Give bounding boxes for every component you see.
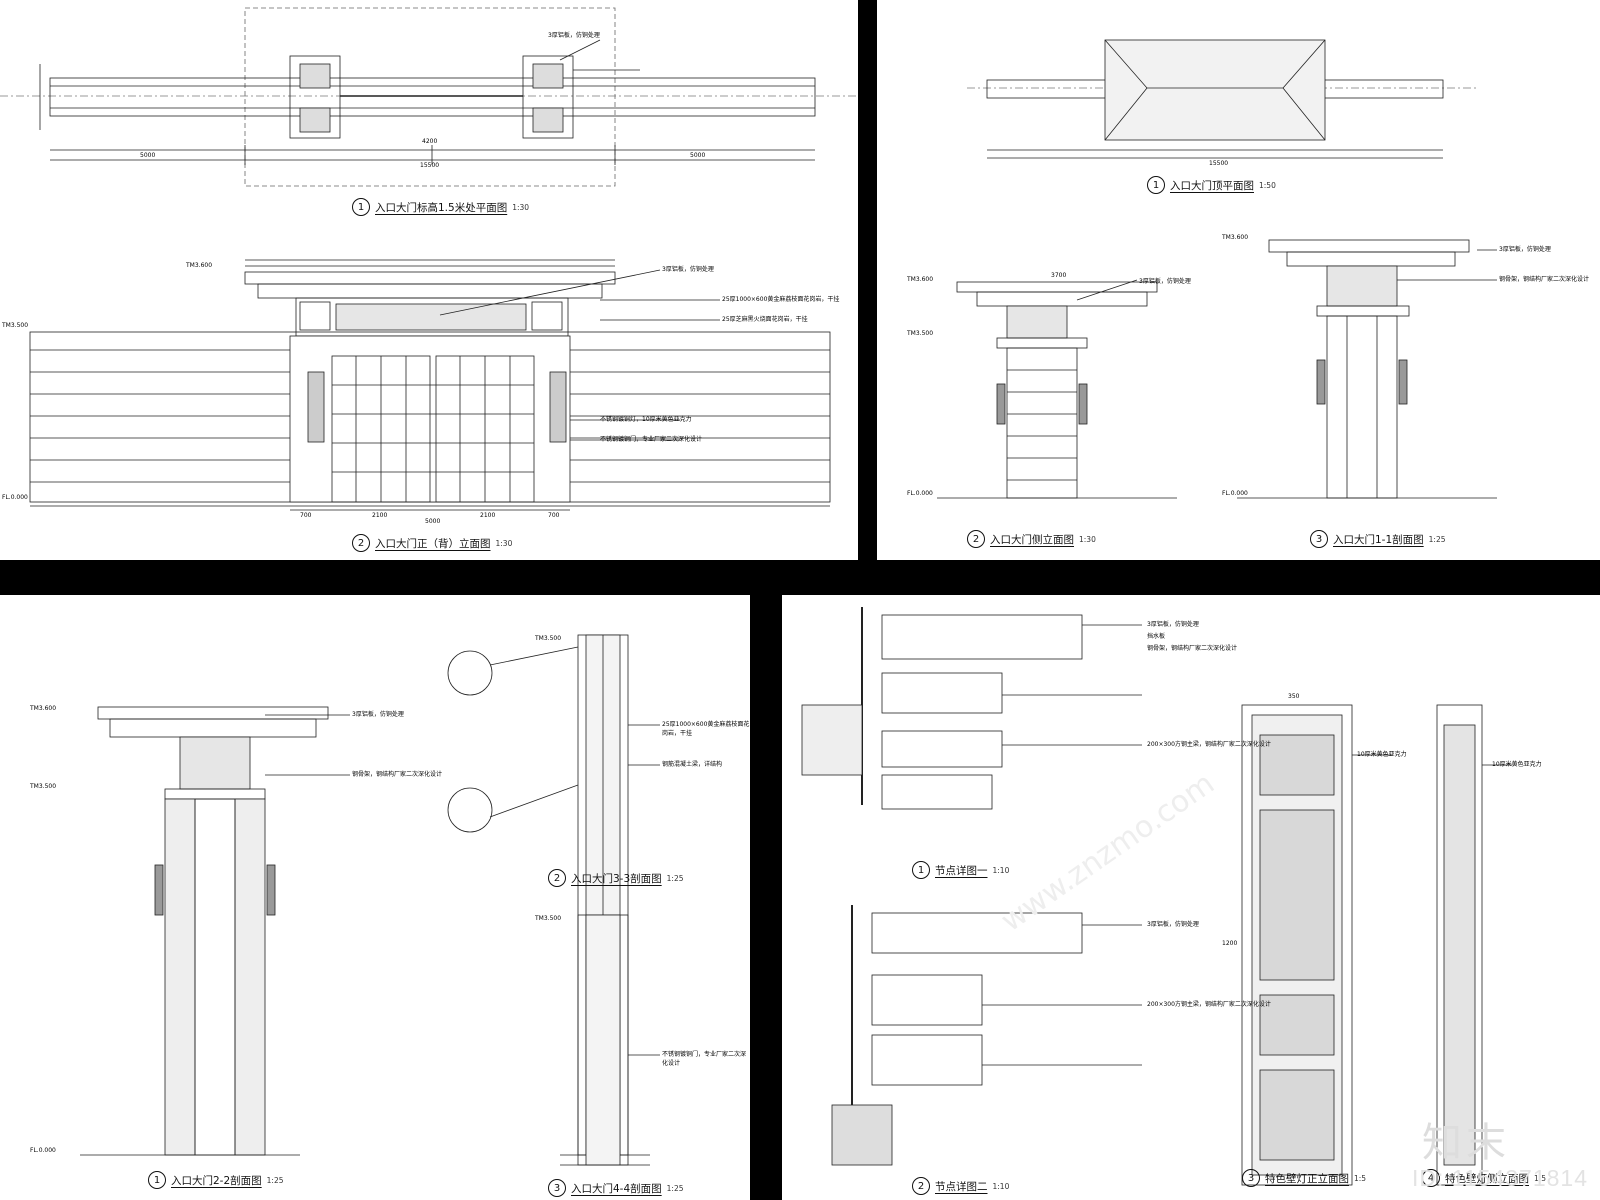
annotation-granite-black: 25厚芝麻黑火烧面花岗岩，干挂: [722, 316, 808, 323]
elevation-mark-4-4-wall: TM3.500: [535, 915, 562, 922]
elevation-mark-2-2-top: TM3.600: [30, 705, 57, 712]
sheet-bottom-right: 3厚铝板，仿铜处理 挡水板 钢骨架，钢结构厂家二次深化设计 200×300方钢主…: [782, 595, 1600, 1200]
dimension-elev-4: 2100: [480, 512, 496, 519]
view-title-2: 2 入口大门正（背）立面图 1:30: [352, 534, 512, 552]
dimension-elev-3: 5000: [425, 518, 441, 525]
elevation-mark-section-floor: FL.0.000: [1222, 490, 1248, 497]
view-title-side-elevation: 2 入口大门侧立面图 1:30: [967, 530, 1096, 548]
elevation-mark-wall: TM3.500: [2, 322, 29, 329]
dimension-lamp-width: 350: [1288, 693, 1300, 700]
annotation-lamp: 不锈钢镀铜灯，10厚米黄色亚克力: [600, 416, 692, 423]
annotation-lamp-side-acrylic: 10厚米黄色亚克力: [1492, 761, 1542, 768]
dimension-lamp-height: 1200: [1222, 940, 1238, 947]
dimension-plan-total: 15500: [420, 162, 440, 169]
dimension-elev-1: 700: [300, 512, 312, 519]
view-title-roof-plan: 1 入口大门顶平面图 1:50: [1147, 176, 1276, 194]
elevation-mark-3-3-wall: TM3.500: [535, 635, 562, 642]
elevation-mark-floor: FL.0.000: [2, 494, 28, 501]
drawing-node-details-and-lamp: [801, 607, 1512, 1186]
dimension-side-total: 3700: [1051, 272, 1067, 279]
sheet-top-left: 15500 5000 4200 5000 700 2100 5000 2100 …: [0, 0, 858, 560]
dimension-plan-left: 5000: [140, 152, 156, 159]
dimension-plan-right: 5000: [690, 152, 706, 159]
annotation-detail2-aluminum: 3厚铝板，仿铜处理: [1147, 921, 1199, 928]
elevation-mark-side-top: TM3.600: [907, 276, 934, 283]
annotation-3-3-beam: 钢筋混凝土梁，详结构: [662, 761, 723, 768]
dimension-elev-5: 700: [548, 512, 560, 519]
view-title-1: 1 入口大门标高1.5米处平面图 1:30: [352, 198, 529, 216]
annotation-lamp-acrylic: 10厚米黄色亚克力: [1357, 751, 1407, 758]
annotation-door: 不锈钢镀铜门，专业厂家二次深化设计: [600, 436, 703, 443]
annotation-2-2-steel: 钢骨架，钢结构厂家二次深化设计: [352, 771, 443, 778]
view-title-lamp-side: 4 特色壁灯侧立面图 1:5: [1422, 1169, 1546, 1187]
watermark-logo: 知末: [1422, 1120, 1510, 1166]
annotation-detail1-flashing: 挡水板: [1147, 633, 1166, 640]
sheet-top-right: 15500 3700 TM3.600 TM3.500 FL.0.000 TM3.…: [877, 0, 1600, 560]
view-title-section-1-1: 3 入口大门1-1剖面图 1:25: [1310, 530, 1446, 548]
view-title-node-1: 1 节点详图一 1:10: [912, 861, 1009, 879]
sheet-bottom-left: TM3.600 TM3.500 FL.0.000 TM3.500 TM3.500…: [0, 595, 750, 1200]
elevation-mark-top: TM3.600: [186, 262, 213, 269]
annotation-granite: 25厚1000×600黄金麻荔枝面花岗岩，干挂: [722, 296, 840, 303]
annotation-detail1-aluminum: 3厚铝板，仿铜处理: [1147, 621, 1199, 628]
watermark-id: ID: 1154371814: [1412, 1165, 1588, 1191]
annotation-section-aluminum: 3厚铝板，仿铜处理: [1499, 246, 1551, 253]
view-title-section-4-4: 3 入口大门4-4剖面图 1:25: [548, 1179, 684, 1197]
annotation-detail1-steel: 钢骨架，钢结构厂家二次深化设计: [1147, 645, 1238, 652]
drawing-sections-2-3-4: [80, 634, 660, 1166]
view-title-node-2: 2 节点详图二 1:10: [912, 1177, 1009, 1195]
annotation-section-steel: 钢骨架，钢结构厂家二次深化设计: [1499, 276, 1590, 283]
annotation-aluminum: 3厚铝板，仿铜处理: [662, 266, 714, 273]
elevation-mark-2-2-wall: TM3.500: [30, 783, 57, 790]
elevation-mark-section-top: TM3.600: [1222, 234, 1249, 241]
dimension-roof-total: 15500: [1209, 160, 1229, 167]
drawing-plan-and-front-elevation: [0, 7, 858, 511]
view-title-section-3-3: 2 入口大门3-3剖面图 1:25: [548, 869, 684, 887]
annotation-2-2-aluminum: 3厚铝板，仿铜处理: [352, 711, 404, 718]
drawing-roof-plan-and-sections: [937, 39, 1497, 499]
elevation-mark-2-2-floor: FL.0.000: [30, 1147, 56, 1154]
annotation-detail1-beam: 200×300方钢主梁，钢结构厂家二次深化设计: [1147, 741, 1271, 748]
dimension-elev-2: 2100: [372, 512, 388, 519]
view-title-lamp-front: 3 特色壁灯正立面图 1:5: [1242, 1169, 1366, 1187]
view-title-section-2-2: 1 入口大门2-2剖面图 1:25: [148, 1171, 284, 1189]
annotation-plan-aluminum: 3厚铝板，仿铜处理: [548, 32, 600, 39]
elevation-mark-side-wall: TM3.500: [907, 330, 934, 337]
annotation-3-3-granite: 25厚1000×600黄金麻荔枝面花岗岩，干挂: [662, 721, 750, 737]
annotation-4-4-door: 不锈钢镀铜门，专业厂家二次深化设计: [662, 1051, 747, 1067]
annotation-side-aluminum: 3厚铝板，仿铜处理: [1139, 278, 1191, 285]
elevation-mark-side-floor: FL.0.000: [907, 490, 933, 497]
annotation-detail2-beam: 200×300方钢主梁，钢结构厂家二次深化设计: [1147, 1001, 1271, 1008]
dimension-plan-middle: 4200: [422, 138, 438, 145]
